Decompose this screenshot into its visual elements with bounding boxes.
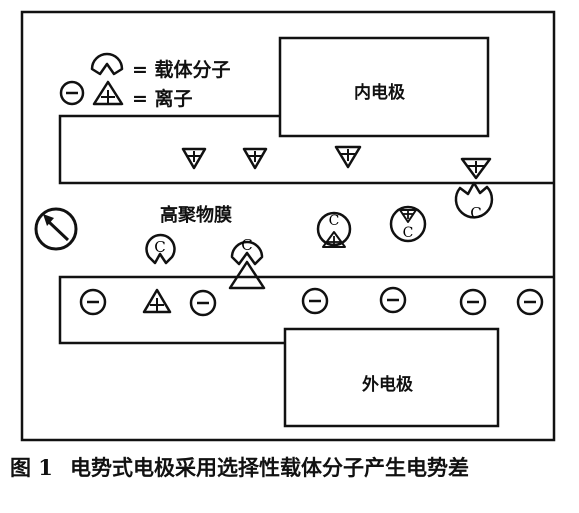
outer-cation: [142, 288, 172, 314]
outer-electrode-box: [283, 327, 500, 428]
legend-minus-ion-icon: [59, 80, 85, 106]
entering-cation: [228, 260, 266, 290]
svg-text:C: C: [403, 225, 414, 241]
membrane-carrier-ion-complex: C: [316, 211, 352, 248]
inner-cation: [181, 147, 207, 170]
membrane-carrier: C: [145, 233, 176, 265]
figure-caption-text: 电势式电极采用选择性载体分子产生电势差: [70, 455, 469, 480]
outer-anion: [459, 288, 487, 316]
outer-chamber-outline: [58, 275, 554, 345]
membrane-carrier-ion-complex: C: [389, 205, 427, 243]
membrane-carrier: C: [454, 181, 494, 222]
figure-caption: 图 1 电势式电极采用选择性载体分子产生电势差: [10, 452, 469, 482]
outer-anion: [379, 286, 407, 314]
inner-cation: [242, 147, 268, 170]
outer-anion: [189, 289, 217, 317]
outer-anion: [301, 287, 329, 315]
legend-plus-ion-icon: [92, 80, 124, 106]
outer-anion: [516, 288, 544, 316]
inner-electrode-label: 内电极: [354, 83, 405, 103]
inner-chamber-outline: [58, 114, 554, 185]
outer-frame: [20, 10, 556, 442]
membrane-carrier: C: [230, 236, 264, 266]
outer-electrode-label: 外电极: [362, 375, 413, 395]
svg-text:C: C: [329, 213, 340, 229]
legend-ion-label: = 离子: [132, 88, 193, 110]
stir-arrow-icon: [34, 207, 78, 251]
inner-cation: [334, 145, 362, 169]
inner-electrode-box: [278, 36, 490, 138]
legend-carrier-label: = 载体分子: [132, 59, 231, 81]
figure-number: 图 1: [10, 455, 53, 480]
inner-cation: [460, 157, 492, 180]
svg-text:C: C: [154, 238, 165, 256]
outer-anion: [79, 288, 107, 316]
svg-text:C: C: [470, 204, 481, 222]
svg-text:C: C: [241, 236, 252, 254]
membrane-label: 高聚物膜: [160, 205, 232, 226]
legend-carrier-icon: [90, 52, 124, 76]
